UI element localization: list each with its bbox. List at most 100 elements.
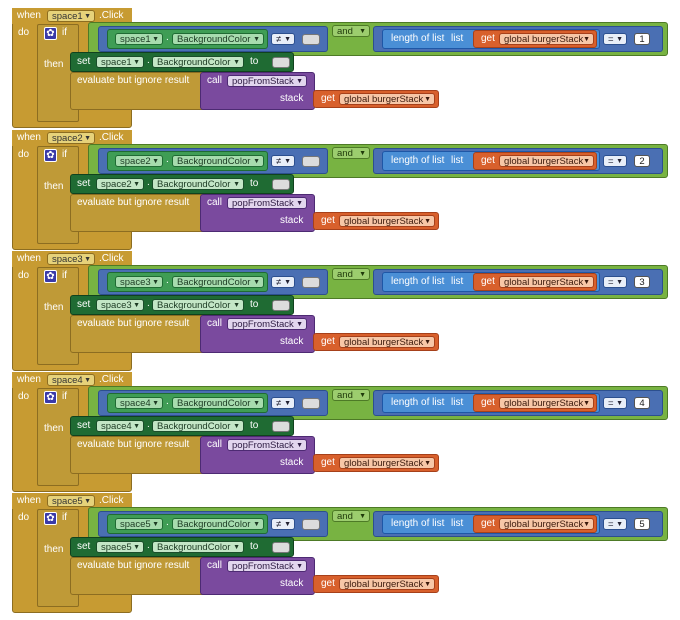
global-variable-name: global burgerStack bbox=[504, 398, 584, 409]
global-variable-dropdown[interactable]: global burgerStack▼ bbox=[339, 578, 435, 590]
event-component-dropdown[interactable]: space1▼ bbox=[47, 10, 95, 22]
setter-component-dropdown[interactable]: space4▼ bbox=[96, 420, 144, 432]
setter-property-dropdown[interactable]: BackgroundColor▼ bbox=[152, 178, 244, 190]
then-label: then bbox=[44, 544, 64, 555]
global-variable-dropdown[interactable]: global burgerStack▼ bbox=[339, 457, 435, 469]
setter-component-dropdown[interactable]: space2▼ bbox=[96, 178, 144, 190]
dot-label: . bbox=[166, 517, 169, 528]
mutator-gear-icon[interactable]: ✿ bbox=[44, 27, 57, 40]
event-component-dropdown[interactable]: space2▼ bbox=[47, 132, 95, 144]
equals-operator-dropdown[interactable]: =▼ bbox=[603, 518, 627, 530]
event-handler-block[interactable]: when space3▼ .Click do ✿ if then space3▼… bbox=[0, 251, 680, 371]
not-equals-operator-dropdown[interactable]: ≠▼ bbox=[271, 33, 295, 45]
equals-symbol: = bbox=[608, 398, 614, 409]
setter-component-dropdown[interactable]: space1▼ bbox=[96, 56, 144, 68]
evaluate-ignore-block[interactable] bbox=[70, 194, 206, 232]
event-handler-block[interactable]: when space5▼ .Click do ✿ if then space5▼… bbox=[0, 493, 680, 613]
setter-property-dropdown[interactable]: BackgroundColor▼ bbox=[152, 299, 244, 311]
empty-color-socket[interactable] bbox=[302, 519, 320, 530]
property-name: BackgroundColor bbox=[177, 277, 251, 288]
getter-component-dropdown[interactable]: space3▼ bbox=[115, 276, 163, 288]
getter-property-dropdown[interactable]: BackgroundColor▼ bbox=[172, 33, 264, 45]
empty-value-socket[interactable] bbox=[272, 57, 290, 68]
global-variable-name: global burgerStack bbox=[344, 579, 424, 590]
global-variable-name: global burgerStack bbox=[504, 156, 584, 167]
evaluate-ignore-block[interactable] bbox=[70, 557, 206, 595]
procedure-dropdown[interactable]: popFromStack▼ bbox=[227, 439, 307, 451]
global-variable-dropdown[interactable]: global burgerStack▼ bbox=[339, 336, 435, 348]
getter-component-dropdown[interactable]: space5▼ bbox=[115, 518, 163, 530]
and-label: and bbox=[337, 148, 353, 159]
equals-operator-dropdown[interactable]: =▼ bbox=[603, 397, 627, 409]
empty-value-socket[interactable] bbox=[272, 542, 290, 553]
mutator-gear-icon[interactable]: ✿ bbox=[44, 391, 57, 404]
mutator-gear-icon[interactable]: ✿ bbox=[44, 270, 57, 283]
number-value: 2 bbox=[639, 156, 645, 167]
and-operator-dropdown[interactable]: and▼ bbox=[332, 25, 370, 37]
getter-property-dropdown[interactable]: BackgroundColor▼ bbox=[172, 518, 264, 530]
empty-color-socket[interactable] bbox=[302, 34, 320, 45]
global-variable-dropdown[interactable]: global burgerStack▼ bbox=[499, 276, 594, 288]
equals-operator-dropdown[interactable]: =▼ bbox=[603, 276, 627, 288]
setter-component-dropdown[interactable]: space5▼ bbox=[96, 541, 144, 553]
evaluate-ignore-block[interactable] bbox=[70, 315, 206, 353]
empty-value-socket[interactable] bbox=[272, 300, 290, 311]
mutator-gear-icon[interactable]: ✿ bbox=[44, 512, 57, 525]
setter-component-dropdown[interactable]: space3▼ bbox=[96, 299, 144, 311]
procedure-dropdown[interactable]: popFromStack▼ bbox=[227, 197, 307, 209]
dot-label: . bbox=[147, 298, 150, 309]
equals-operator-dropdown[interactable]: =▼ bbox=[603, 155, 627, 167]
global-variable-dropdown[interactable]: global burgerStack▼ bbox=[499, 33, 594, 45]
global-variable-dropdown[interactable]: global burgerStack▼ bbox=[499, 518, 594, 530]
number-input[interactable]: 5 bbox=[634, 518, 650, 530]
empty-value-socket[interactable] bbox=[272, 179, 290, 190]
mutator-gear-icon[interactable]: ✿ bbox=[44, 149, 57, 162]
getter-component-dropdown[interactable]: space2▼ bbox=[115, 155, 163, 167]
empty-color-socket[interactable] bbox=[302, 398, 320, 409]
set-label: set bbox=[77, 420, 91, 431]
event-component-dropdown[interactable]: space4▼ bbox=[47, 374, 95, 386]
not-equals-operator-dropdown[interactable]: ≠▼ bbox=[271, 276, 295, 288]
call-label: call bbox=[207, 197, 223, 208]
and-operator-dropdown[interactable]: and▼ bbox=[332, 510, 370, 522]
not-equals-operator-dropdown[interactable]: ≠▼ bbox=[271, 518, 295, 530]
event-component-dropdown[interactable]: space3▼ bbox=[47, 253, 95, 265]
empty-color-socket[interactable] bbox=[302, 156, 320, 167]
number-input[interactable]: 3 bbox=[634, 276, 650, 288]
procedure-dropdown[interactable]: popFromStack▼ bbox=[227, 75, 307, 87]
evaluate-ignore-block[interactable] bbox=[70, 72, 206, 110]
and-operator-dropdown[interactable]: and▼ bbox=[332, 389, 370, 401]
number-input[interactable]: 4 bbox=[634, 397, 650, 409]
event-handler-block[interactable]: when space2▼ .Click do ✿ if then space2▼… bbox=[0, 130, 680, 250]
getter-component-dropdown[interactable]: space1▼ bbox=[115, 33, 163, 45]
procedure-dropdown[interactable]: popFromStack▼ bbox=[227, 560, 307, 572]
event-component-name: space4 bbox=[52, 375, 83, 386]
event-handler-block[interactable]: when space1▼ .Click do ✿ if then space1▼… bbox=[0, 8, 680, 128]
getter-property-dropdown[interactable]: BackgroundColor▼ bbox=[172, 397, 264, 409]
getter-property-dropdown[interactable]: BackgroundColor▼ bbox=[172, 276, 264, 288]
global-variable-dropdown[interactable]: global burgerStack▼ bbox=[339, 215, 435, 227]
evaluate-ignore-block[interactable] bbox=[70, 436, 206, 474]
setter-property-dropdown[interactable]: BackgroundColor▼ bbox=[152, 541, 244, 553]
and-operator-dropdown[interactable]: and▼ bbox=[332, 268, 370, 280]
number-input[interactable]: 1 bbox=[634, 33, 650, 45]
getter-component-dropdown[interactable]: space4▼ bbox=[115, 397, 163, 409]
not-equals-operator-dropdown[interactable]: ≠▼ bbox=[271, 397, 295, 409]
and-operator-dropdown[interactable]: and▼ bbox=[332, 147, 370, 159]
global-variable-dropdown[interactable]: global burgerStack▼ bbox=[339, 93, 435, 105]
list-label: list bbox=[451, 155, 464, 166]
empty-value-socket[interactable] bbox=[272, 421, 290, 432]
number-input[interactable]: 2 bbox=[634, 155, 650, 167]
global-variable-dropdown[interactable]: global burgerStack▼ bbox=[499, 397, 594, 409]
global-variable-dropdown[interactable]: global burgerStack▼ bbox=[499, 155, 594, 167]
getter-property-dropdown[interactable]: BackgroundColor▼ bbox=[172, 155, 264, 167]
property-name: BackgroundColor bbox=[157, 300, 231, 311]
event-component-dropdown[interactable]: space5▼ bbox=[47, 495, 95, 507]
event-handler-block[interactable]: when space4▼ .Click do ✿ if then space4▼… bbox=[0, 372, 680, 492]
empty-color-socket[interactable] bbox=[302, 277, 320, 288]
not-equals-operator-dropdown[interactable]: ≠▼ bbox=[271, 155, 295, 167]
procedure-dropdown[interactable]: popFromStack▼ bbox=[227, 318, 307, 330]
setter-property-dropdown[interactable]: BackgroundColor▼ bbox=[152, 420, 244, 432]
setter-property-dropdown[interactable]: BackgroundColor▼ bbox=[152, 56, 244, 68]
equals-operator-dropdown[interactable]: =▼ bbox=[603, 33, 627, 45]
